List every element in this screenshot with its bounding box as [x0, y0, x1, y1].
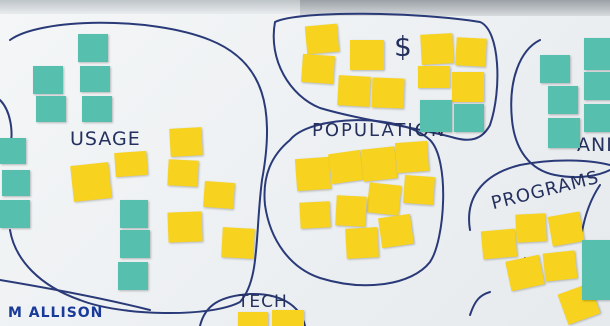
sticky-note-yellow — [420, 33, 454, 65]
sticky-note-teal — [78, 34, 108, 62]
sticky-note-yellow — [366, 182, 402, 216]
sticky-note-yellow — [542, 250, 578, 282]
sticky-note-yellow — [304, 23, 340, 55]
sticky-note-yellow — [378, 213, 414, 249]
sticky-note-yellow — [350, 40, 384, 70]
sticky-note-yellow — [418, 66, 450, 88]
sticky-note-yellow — [394, 140, 430, 174]
sticky-note-yellow — [238, 312, 268, 326]
name-label: M ALLISON — [8, 305, 104, 321]
usage-cluster-outline — [9, 21, 268, 315]
sticky-note-yellow — [360, 146, 398, 182]
roi-cluster-outline — [510, 39, 610, 179]
sticky-note-teal — [80, 66, 110, 92]
tech-cluster-outline — [199, 292, 306, 326]
sticky-note-teal — [584, 72, 610, 100]
sticky-note-teal — [2, 170, 30, 196]
programs-cluster-outline — [468, 159, 610, 231]
sticky-note-teal — [0, 138, 26, 164]
sticky-note-yellow — [167, 211, 203, 243]
dollar-sign-label: $ — [394, 30, 413, 63]
sticky-note-yellow — [221, 227, 255, 259]
sticky-note-yellow — [515, 213, 547, 243]
sticky-note-yellow — [328, 149, 364, 185]
sticky-note-teal — [548, 86, 578, 114]
sticky-note-yellow — [547, 211, 585, 247]
sticky-note-teal — [120, 200, 148, 228]
ann-label: ANN — [577, 134, 610, 156]
sticky-note-yellow — [167, 159, 199, 187]
tech-label: TECH — [238, 292, 288, 312]
sticky-note-yellow — [335, 195, 367, 227]
sticky-note-teal — [33, 66, 63, 94]
sticky-note-yellow — [371, 77, 405, 109]
sticky-note-yellow — [403, 174, 435, 206]
sticky-note-yellow — [337, 75, 371, 107]
sticky-note-teal — [36, 96, 66, 122]
sticky-note-yellow — [203, 180, 235, 210]
sticky-note-teal — [540, 55, 570, 83]
usage-label: USAGE — [70, 128, 141, 150]
sticky-note-yellow — [301, 53, 335, 85]
sticky-note-yellow — [299, 201, 331, 229]
sticky-note-yellow — [169, 127, 203, 157]
sticky-note-yellow — [455, 37, 487, 67]
sticky-note-teal — [548, 118, 580, 148]
whiteboard-top-frame-shadow — [300, 0, 610, 16]
cost-cluster-outline — [272, 12, 499, 141]
sticky-note-yellow — [452, 72, 484, 102]
sticky-note-teal — [454, 104, 484, 132]
sticky-note-yellow — [272, 310, 304, 326]
sticky-note-yellow — [114, 150, 148, 178]
sticky-note-teal — [584, 104, 610, 132]
population-label: POPULATION — [312, 120, 447, 141]
sticky-note-yellow — [70, 162, 112, 202]
sticky-note-yellow — [294, 156, 332, 192]
sticky-note-yellow — [345, 227, 379, 259]
population-cluster-outline — [263, 119, 445, 287]
sticky-note-teal — [82, 96, 112, 122]
sticky-note-teal — [0, 200, 30, 228]
sticky-note-teal — [118, 262, 148, 290]
sticky-note-teal — [584, 38, 610, 70]
sticky-note-teal — [120, 230, 150, 258]
sticky-note-yellow — [480, 228, 518, 260]
sticky-note-teal — [582, 240, 610, 300]
sticky-note-teal — [420, 100, 452, 132]
